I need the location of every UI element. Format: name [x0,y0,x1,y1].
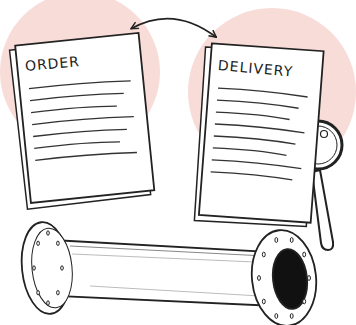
bolt-hole [275,238,278,243]
bolt-hole [33,266,36,270]
bolt-hole [258,276,261,281]
bolt-hole [57,241,60,245]
bolt-hole [37,291,40,295]
bolt-hole [290,238,293,243]
bolt-hole [57,291,60,295]
bolt-hole [275,314,278,319]
bolt-hole [61,266,64,270]
bolt-hole [262,252,265,257]
bolt-hole [262,299,265,304]
bolt-hole [47,231,50,235]
bolt-hole [308,276,311,281]
bolt-hole [47,301,50,305]
bolt-hole [290,314,293,319]
bolt-hole [303,252,306,257]
bolt-hole [37,241,40,245]
document-card: ORDER [13,33,155,210]
document-title: ORDER [24,53,80,74]
pipe-spool [17,220,321,325]
exchange-arrow [131,19,216,38]
bolt-hole [303,299,306,304]
document-card: DELIVERY [194,41,325,230]
